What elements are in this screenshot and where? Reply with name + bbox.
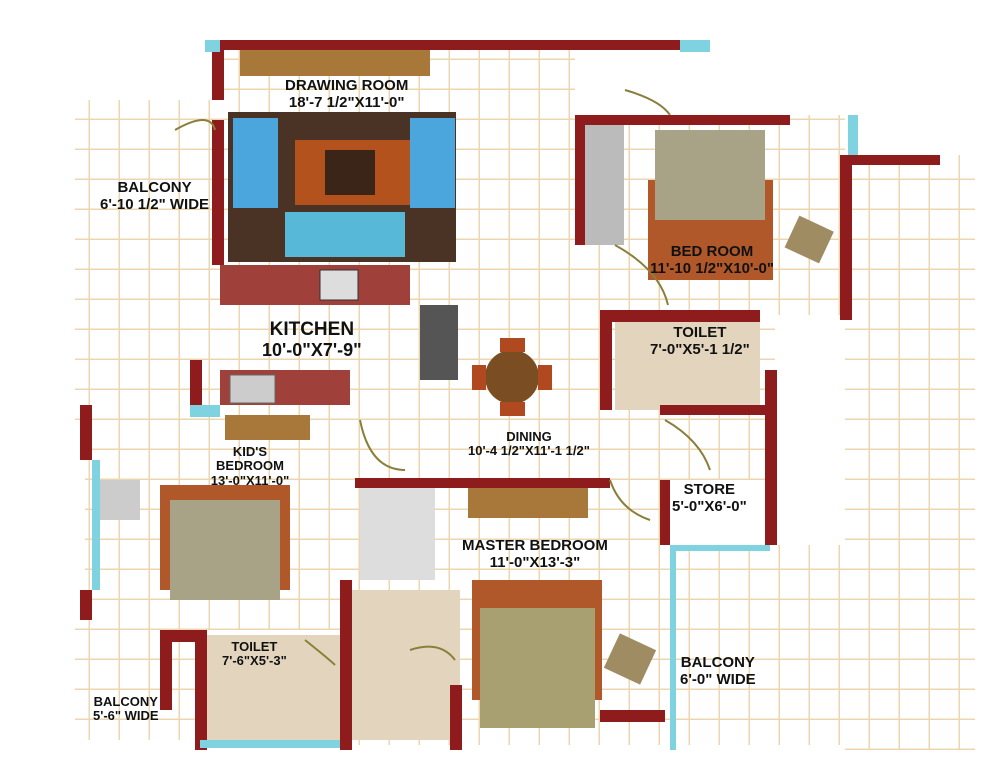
dining-chair (500, 338, 525, 352)
sofa-left (233, 118, 278, 208)
bed (655, 130, 765, 220)
dining-chair (472, 365, 486, 390)
room-label-dining: DINING 10'-4 1/2"X11'-1 1/2" (468, 429, 590, 459)
sink (229, 374, 276, 404)
toilet-floor-master (345, 590, 460, 740)
kids-bed (170, 500, 280, 600)
bedroom-chair (784, 215, 834, 264)
toilet-floor-top (615, 320, 760, 410)
room-name: KID'S BEDROOM (216, 444, 284, 474)
master-wardrobe (360, 485, 435, 580)
room-name: BALCONY (680, 654, 755, 671)
walls (80, 40, 940, 750)
room-dimensions: 6'-0" WIDE (680, 670, 756, 688)
stove (319, 269, 359, 301)
room-name: MASTER BEDROOM (462, 537, 608, 554)
tv-unit (240, 48, 430, 76)
room-name: STORE (683, 481, 736, 498)
room-dimensions: 6'-10 1/2" WIDE (100, 195, 210, 213)
room-label-balcony-left: BALCONY 6'-10 1/2" WIDE (100, 179, 210, 213)
master-desk (468, 486, 588, 518)
dining-chair (538, 365, 552, 390)
room-label-store: STORE 5'-0"X6'-0" (672, 481, 747, 515)
room-label-bed-room: BED ROOM 11'-10 1/2"X10'-0" (650, 243, 774, 277)
room-name: DINING (506, 429, 552, 444)
room-dimensions: 11'-0"X13'-3" (489, 553, 581, 571)
room-label-balcony-right: BALCONY 6'-0" WIDE (680, 654, 756, 688)
rug-dining (420, 305, 458, 380)
room-dimensions: 10'-4 1/2"X11'-1 1/2" (468, 443, 590, 459)
room-dimensions: 7'-0"X5'-1 1/2" (650, 340, 750, 358)
room-name: TOILET (673, 324, 727, 341)
room-name: TOILET (231, 639, 278, 654)
sofa-bottom (285, 212, 405, 257)
room-label-balcony-bottom: BALCONY 5'-6" WIDE (93, 694, 159, 724)
room-name: BALCONY (117, 179, 192, 196)
dining-table (485, 350, 539, 404)
kitchen-counter (220, 265, 410, 305)
wardrobe (582, 120, 624, 245)
room-label-kids-bedroom: KID'S BEDROOM 13'-0"X11'-0" (205, 444, 295, 488)
door-swings (174, 89, 711, 666)
dining-chair (500, 402, 525, 416)
master-chair (603, 633, 657, 685)
room-name: KITCHEN (269, 319, 355, 340)
room-dimensions: 7'-6"X5'-3" (222, 653, 287, 669)
room-dimensions: 13'-0"X11'-0" (210, 472, 290, 488)
room-dimensions: 18'-7 1/2"X11'-0" (288, 93, 405, 111)
room-label-master-bedroom: MASTER BEDROOM 11'-0"X13'-3" (462, 537, 608, 571)
room-name: DRAWING ROOM (285, 77, 409, 94)
room-dimensions: 11'-10 1/2"X10'-0" (650, 259, 774, 277)
room-name: BALCONY (93, 694, 158, 709)
room-dimensions: 10'-0"X7'-9" (262, 339, 362, 360)
room-label-toilet-bottom: TOILET 7'-6"X5'-3" (222, 639, 287, 669)
room-name: BED ROOM (670, 243, 754, 260)
windows (92, 40, 858, 750)
room-dimensions: 5'-6" WIDE (93, 708, 159, 724)
sofa-right (410, 118, 455, 208)
room-dimensions: 5'-0"X6'-0" (672, 497, 747, 515)
armchair (100, 480, 140, 520)
study-desk (225, 415, 310, 440)
coffee-table (325, 150, 375, 195)
room-label-toilet-top: TOILET 7'-0"X5'-1 1/2" (650, 324, 750, 358)
master-bed (480, 608, 595, 728)
room-label-drawing-room: DRAWING ROOM 18'-7 1/2"X11'-0" (285, 77, 409, 111)
room-label-kitchen: KITCHEN 10'-0"X7'-9" (262, 319, 362, 361)
